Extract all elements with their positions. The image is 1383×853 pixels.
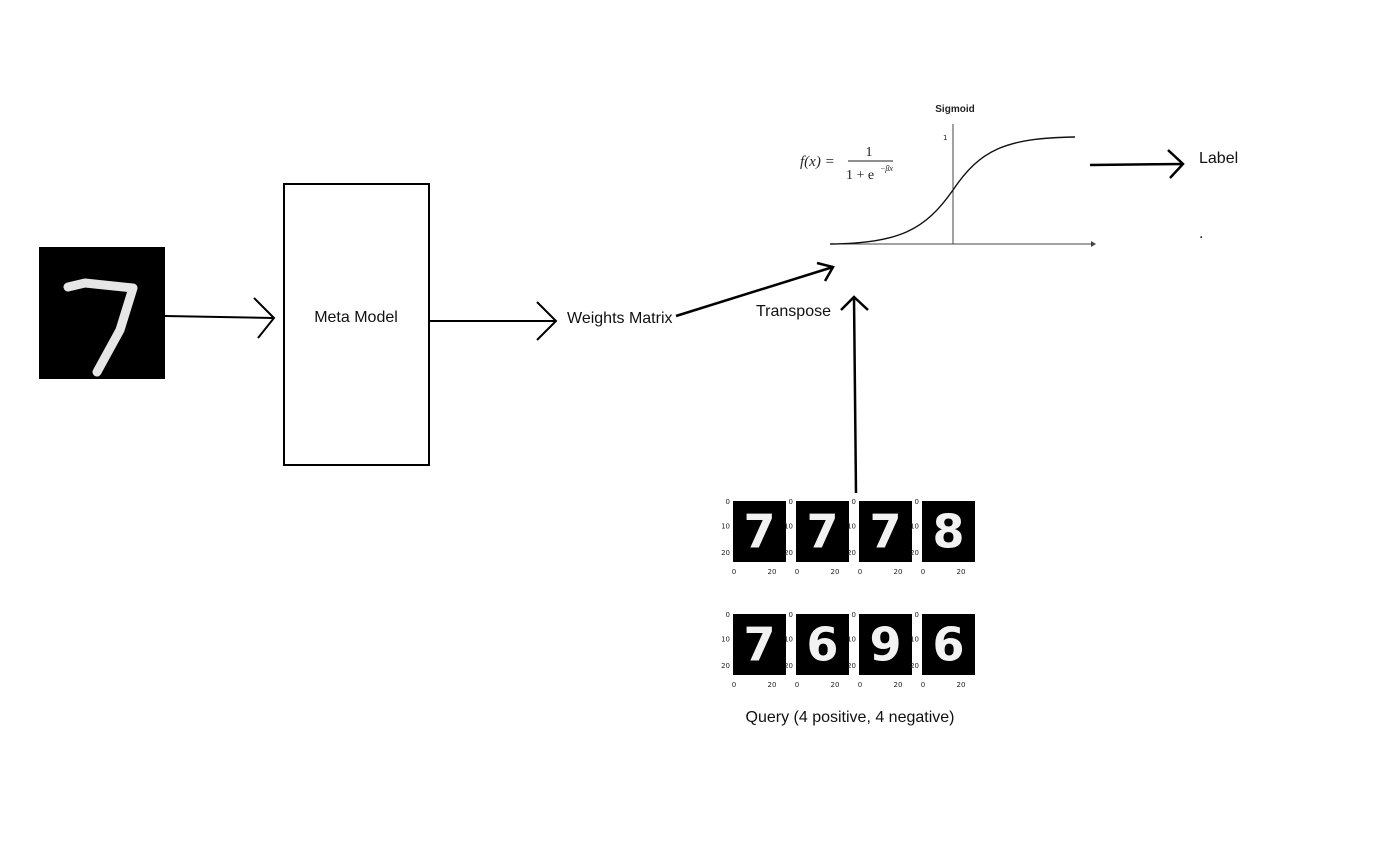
thumbnail-digit: 8: [932, 505, 964, 559]
formula-lhs: f(x) =: [800, 154, 835, 170]
thumbnail-x-tick: 20: [768, 681, 777, 689]
thumbnail-digit: 7: [869, 505, 901, 559]
thumbnail-x-tick: 0: [732, 681, 736, 689]
query-grid: 7 0 10 20 0 20 7 0 10 20 0 20 7 0 10 20 0 20 8 0 10 20 0 20 7 0 10…: [721, 498, 975, 689]
meta-model-box: Meta Model: [283, 183, 430, 466]
output-label: Label: [1199, 150, 1238, 167]
thumbnail-y-tick: 10: [784, 523, 793, 531]
thumbnail-y-tick: 20: [721, 549, 730, 557]
thumbnail-x-tick: 20: [831, 681, 840, 689]
thumbnail-x-tick: 0: [921, 568, 925, 576]
thumbnail-y-tick: 20: [847, 549, 856, 557]
thumbnail-background: [859, 614, 912, 675]
query-caption: Query (4 positive, 4 negative): [746, 709, 955, 726]
thumbnail-y-tick: 20: [847, 662, 856, 670]
thumbnail-background: [796, 614, 849, 675]
query-thumbnail: 6 0 10 20 0 20: [910, 611, 975, 689]
thumbnail-digit: 7: [743, 618, 775, 672]
thumbnail-y-tick: 10: [784, 636, 793, 644]
transpose-label: Transpose: [756, 303, 831, 320]
thumbnail-x-tick: 0: [795, 568, 799, 576]
arrow-image-to-model: [164, 297, 276, 339]
thumbnail-background: [733, 614, 786, 675]
thumbnail-digit: 7: [743, 505, 775, 559]
thumbnail-background: [733, 501, 786, 562]
thumbnail-x-tick: 20: [831, 568, 840, 576]
thumbnail-x-tick: 20: [957, 681, 966, 689]
thumbnail-y-tick: 10: [910, 523, 919, 531]
thumbnail-background: [796, 501, 849, 562]
query-thumbnail: 7 0 10 20 0 20: [721, 498, 786, 576]
arrow-sigmoid-to-label: [1089, 149, 1185, 179]
query-thumbnail: 7 0 10 20 0 20: [847, 498, 912, 576]
thumbnail-digit: 9: [869, 618, 901, 672]
thumbnail-x-tick: 0: [795, 681, 799, 689]
thumbnail-y-tick: 0: [915, 611, 919, 619]
sigmoid-title: Sigmoid: [935, 104, 974, 115]
arrow-model-to-weights: [429, 301, 558, 341]
thumbnail-y-tick: 20: [784, 662, 793, 670]
thumbnail-digit: 6: [932, 618, 964, 672]
query-thumbnail: 7 0 10 20 0 20: [721, 611, 786, 689]
query-thumbnail: 8 0 10 20 0 20: [910, 498, 975, 576]
thumbnail-x-tick: 20: [894, 681, 903, 689]
thumbnail-y-tick: 20: [910, 549, 919, 557]
thumbnail-y-tick: 0: [852, 498, 856, 506]
query-thumbnail: 6 0 10 20 0 20: [784, 611, 849, 689]
thumbnail-y-tick: 10: [721, 636, 730, 644]
thumbnail-background: [922, 501, 975, 562]
thumbnail-digit: 6: [806, 618, 838, 672]
output-dot: .: [1199, 225, 1203, 242]
sigmoid-y-tick: 1: [943, 134, 947, 142]
thumbnail-y-tick: 10: [847, 523, 856, 531]
thumbnail-y-tick: 20: [784, 549, 793, 557]
sigmoid-formula: f(x) = 1 1 + e −βx: [800, 145, 893, 183]
thumbnail-x-tick: 20: [894, 568, 903, 576]
thumbnail-y-tick: 0: [789, 498, 793, 506]
input-image: [39, 247, 165, 379]
thumbnail-x-tick: 20: [768, 568, 777, 576]
thumbnail-y-tick: 0: [726, 498, 730, 506]
sigmoid-panel: Sigmoid 1 f(x) = 1 1 + e −βx: [800, 104, 1096, 247]
sigmoid-curve: [829, 136, 1076, 245]
thumbnail-y-tick: 0: [726, 611, 730, 619]
query-thumbnail: 9 0 10 20 0 20: [847, 611, 912, 689]
thumbnail-background: [859, 501, 912, 562]
thumbnail-y-tick: 20: [721, 662, 730, 670]
thumbnail-x-tick: 0: [858, 681, 862, 689]
thumbnail-x-tick: 0: [732, 568, 736, 576]
formula-denominator: 1 + e: [846, 168, 874, 183]
formula-exponent: −βx: [880, 164, 893, 173]
thumbnail-background: [922, 614, 975, 675]
digit-seven-stroke: [63, 278, 138, 377]
thumbnail-y-tick: 10: [721, 523, 730, 531]
thumbnail-x-tick: 0: [858, 568, 862, 576]
query-thumbnail: 7 0 10 20 0 20: [784, 498, 849, 576]
thumbnail-y-tick: 10: [847, 636, 856, 644]
thumbnail-y-tick: 0: [915, 498, 919, 506]
arrow-query-to-sigmoid: [840, 295, 869, 494]
thumbnail-y-tick: 0: [789, 611, 793, 619]
thumbnail-x-tick: 0: [921, 681, 925, 689]
weights-matrix-label: Weights Matrix: [567, 310, 673, 327]
arrow-weights-to-sigmoid: [675, 261, 835, 318]
meta-model-label: Meta Model: [314, 309, 398, 326]
thumbnail-digit: 7: [806, 505, 838, 559]
thumbnail-y-tick: 20: [910, 662, 919, 670]
thumbnail-y-tick: 0: [852, 611, 856, 619]
thumbnail-y-tick: 10: [910, 636, 919, 644]
formula-numerator: 1: [866, 145, 873, 160]
thumbnail-x-tick: 20: [957, 568, 966, 576]
